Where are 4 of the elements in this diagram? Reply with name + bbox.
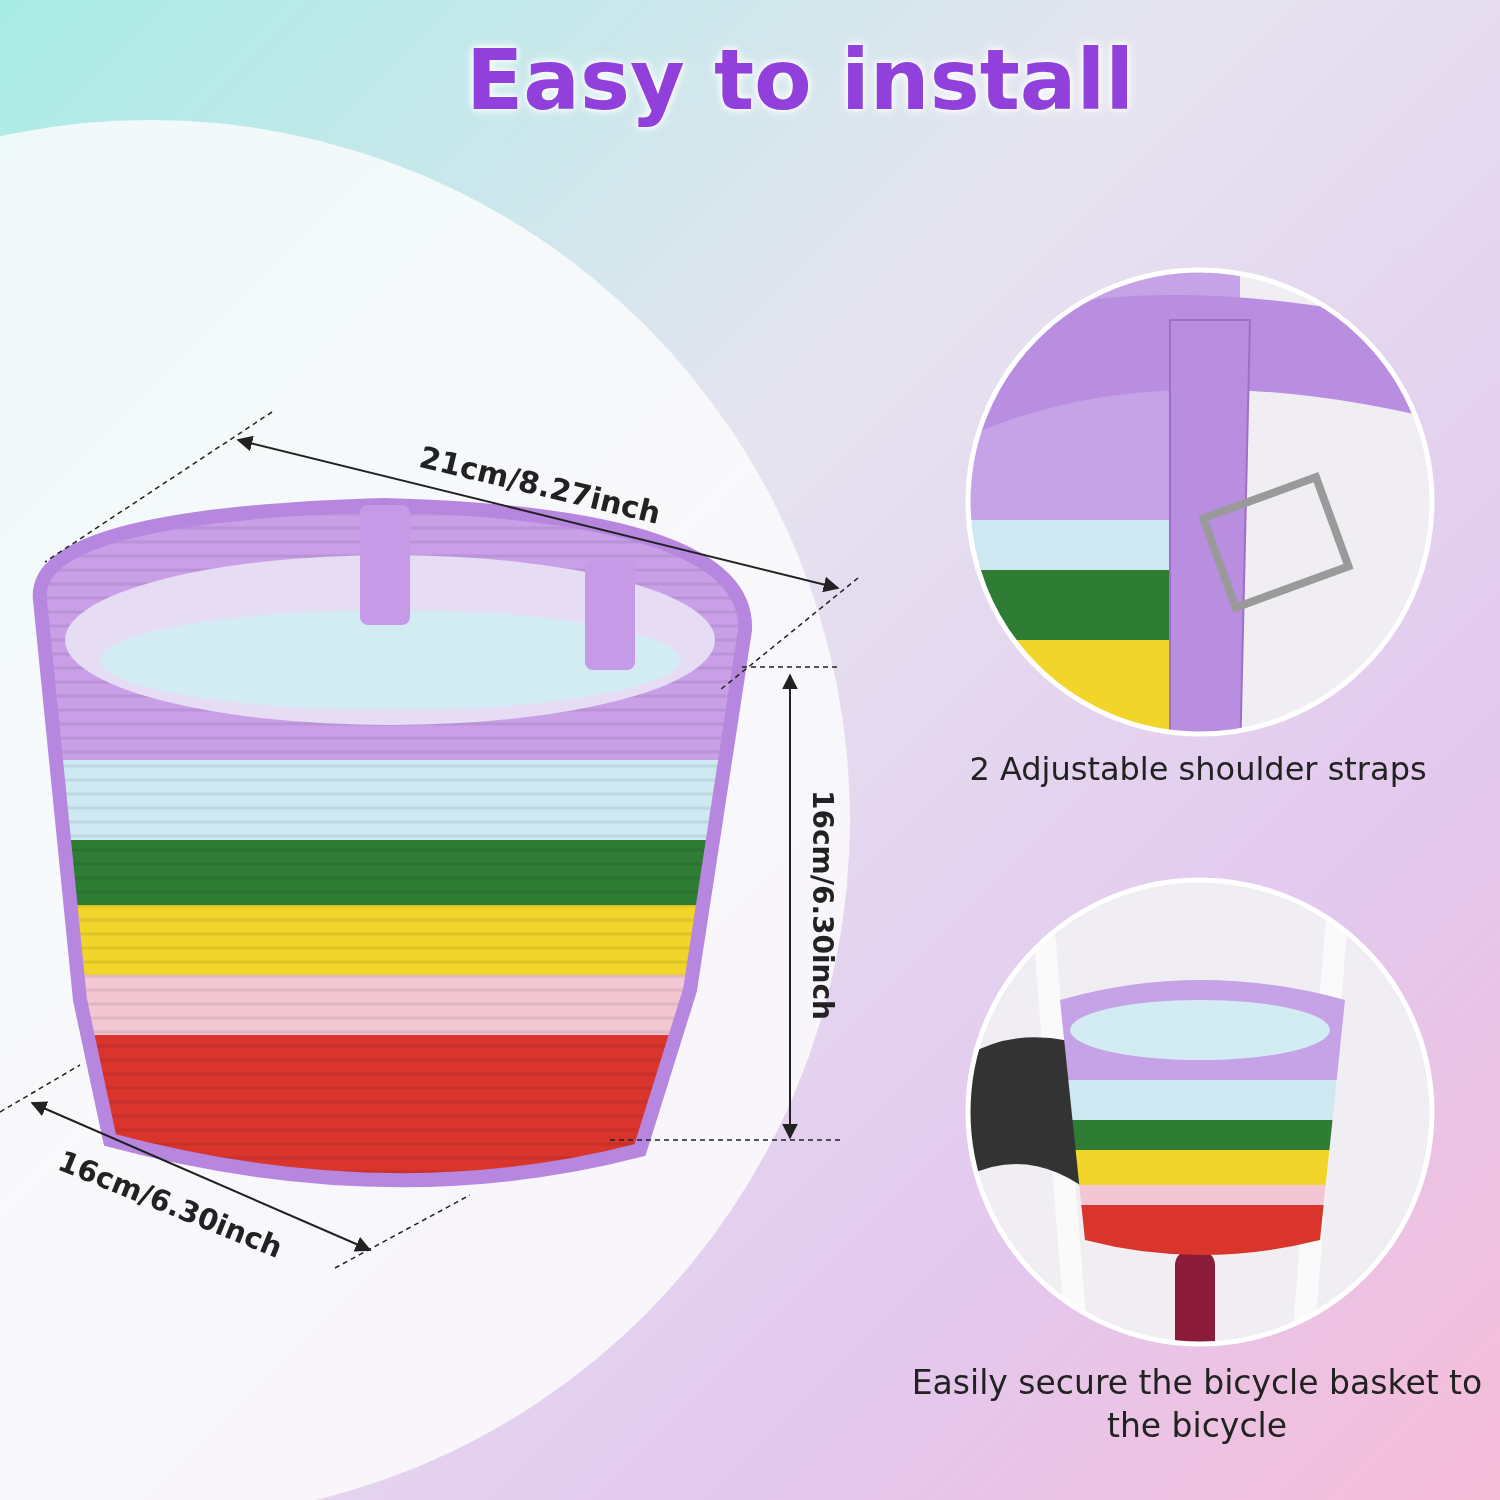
- caption: 2 Adjustable shoulder straps: [969, 749, 1427, 791]
- caption: Easily secure the bicycle basket to the bicycle: [910, 1362, 1484, 1447]
- dimension-label: 16cm/6.30inch: [805, 789, 841, 1021]
- title: Easy to install: [465, 31, 1135, 129]
